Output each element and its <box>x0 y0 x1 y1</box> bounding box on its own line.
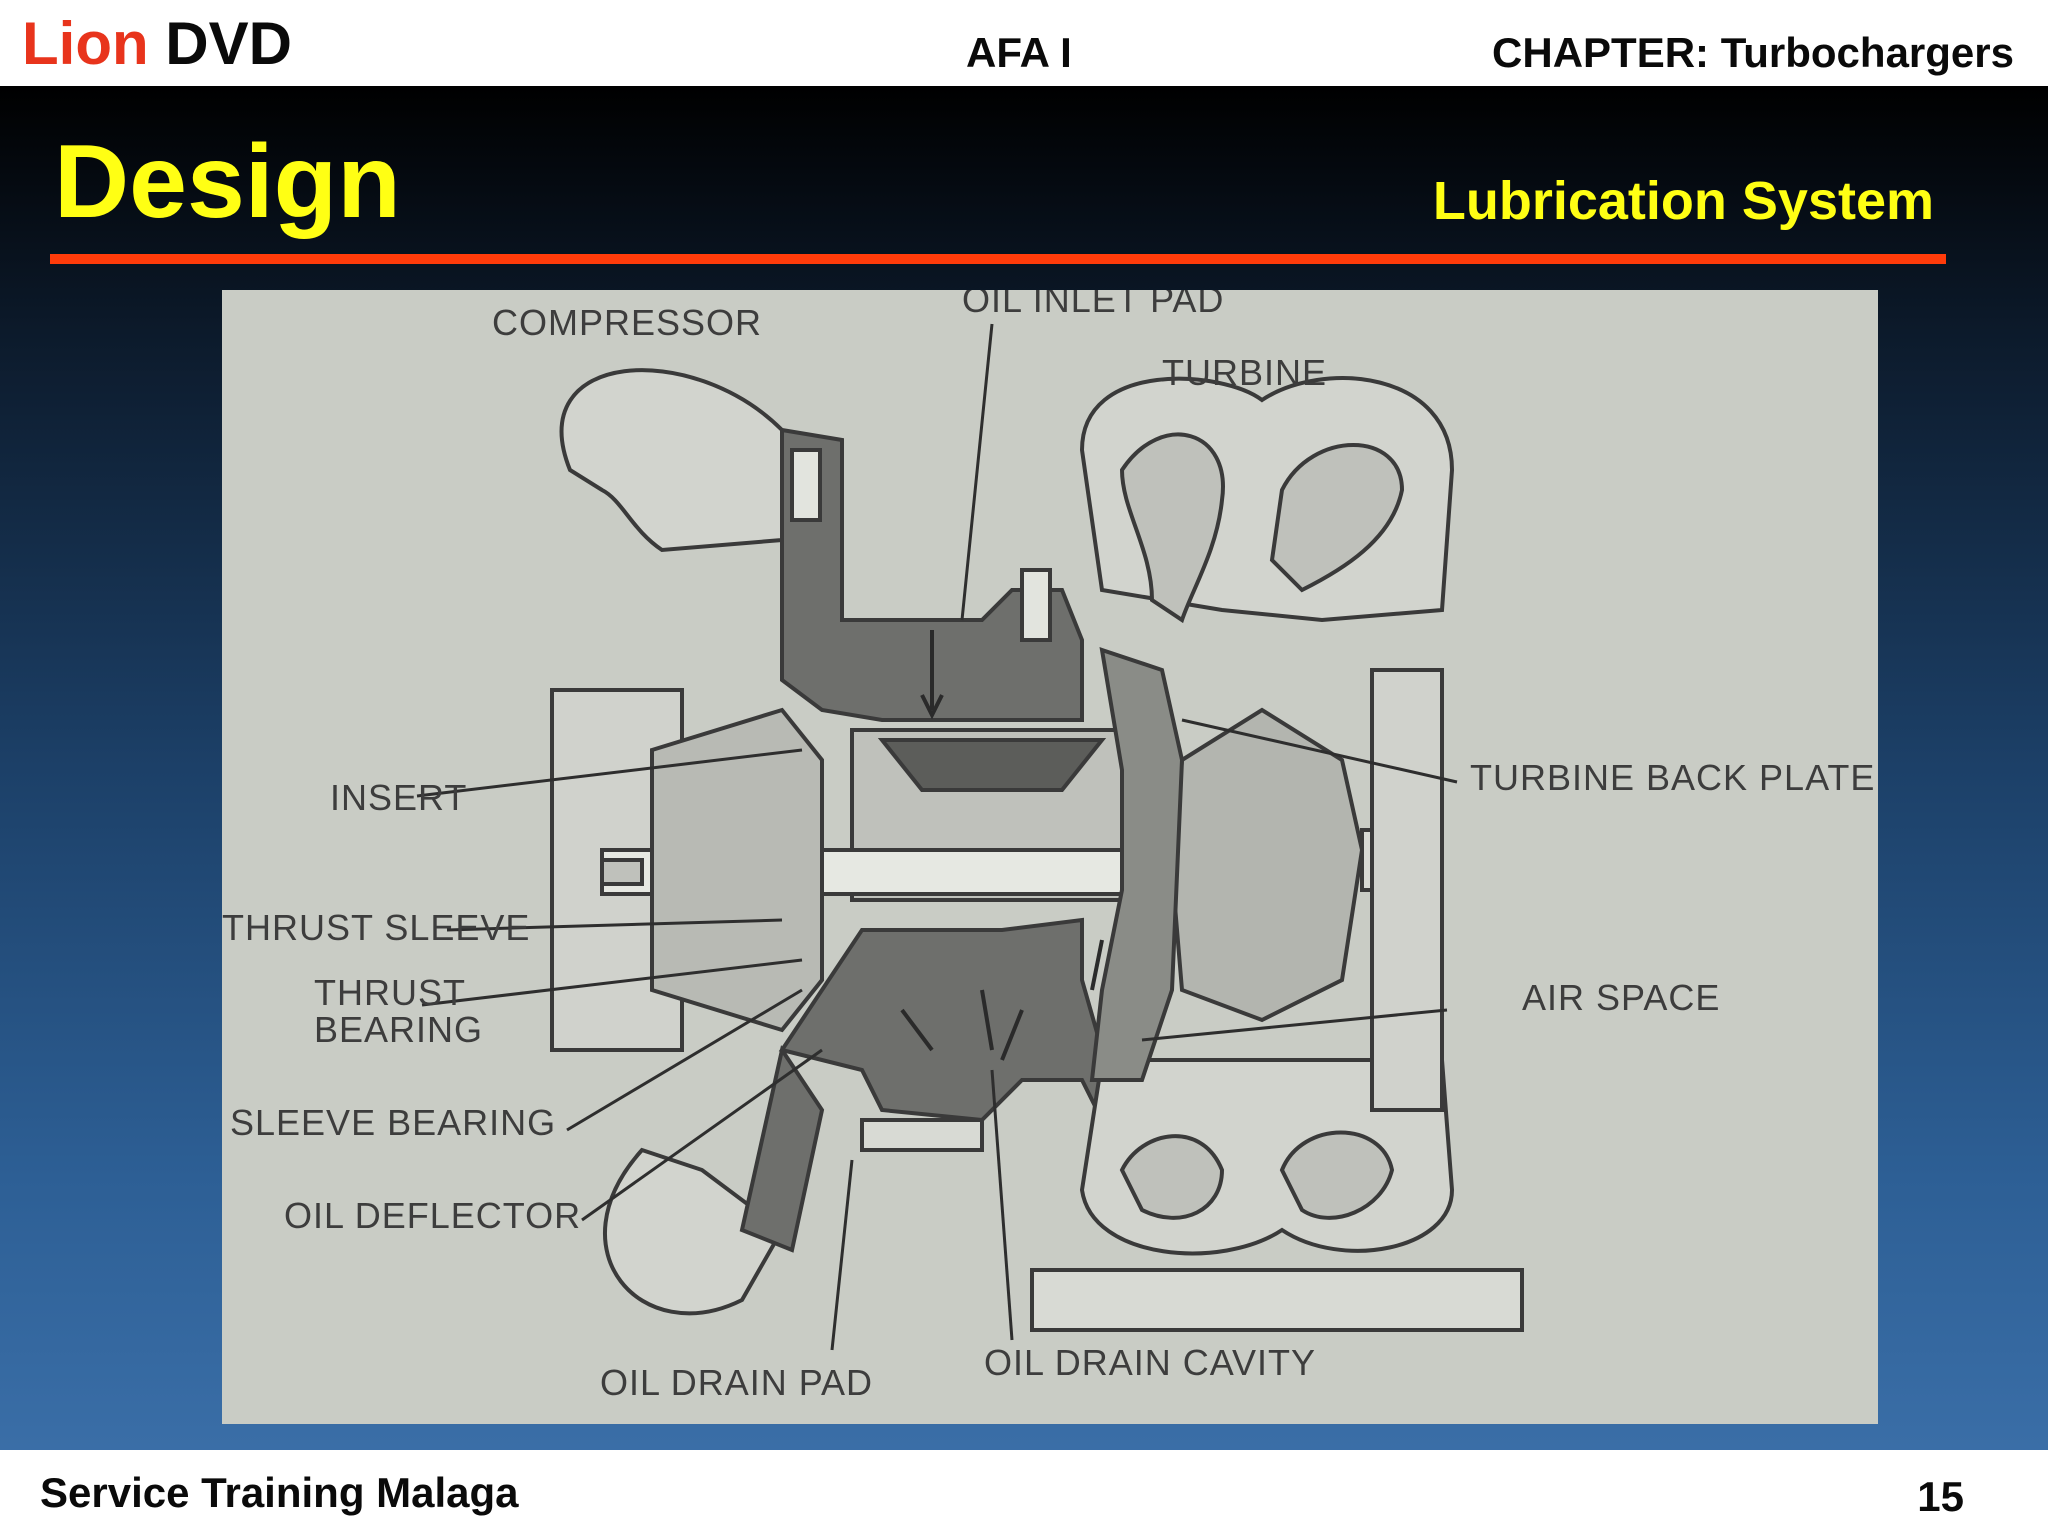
leader-lines <box>416 323 1458 1351</box>
label-oil-inlet-pad: OIL INLET PAD <box>962 290 1224 320</box>
label-compressor: COMPRESSOR <box>492 302 762 343</box>
label-thrust-sleeve: THRUST SLEEVE <box>222 907 530 948</box>
brand-logo: Lion DVD <box>22 14 292 74</box>
label-sleeve-bearing: SLEEVE BEARING <box>230 1102 556 1143</box>
title-divider <box>50 254 1946 264</box>
brand-word-lion: Lion <box>22 10 149 77</box>
turbocharger-diagram: COMPRESSOR OIL INLET PAD TURBINE INSERT … <box>222 279 1878 1424</box>
diagram-labels: COMPRESSOR OIL INLET PAD TURBINE INSERT … <box>222 279 1875 1403</box>
label-thrust-bearing-line2: BEARING <box>314 1009 483 1050</box>
label-oil-drain-pad: OIL DRAIN PAD <box>600 1362 873 1403</box>
footer-organization: Service Training Malaga <box>40 1469 519 1516</box>
header-bar: Lion DVD AFA I CHAPTER: Turbochargers <box>0 0 2048 86</box>
label-turbine: TURBINE <box>1162 352 1327 393</box>
footer-bar <box>0 1450 2048 1536</box>
course-name: AFA I <box>966 29 1072 76</box>
label-thrust-bearing-line1: THRUST <box>314 972 466 1013</box>
page-number: 15 <box>1917 1473 1964 1520</box>
label-air-space: AIR SPACE <box>1522 977 1720 1018</box>
label-oil-deflector: OIL DEFLECTOR <box>284 1195 581 1236</box>
chapter-title: CHAPTER: Turbochargers <box>1492 29 2014 76</box>
oil-flow-arrows <box>900 630 1104 1061</box>
slide-subtitle: Lubrication System <box>1432 171 1934 231</box>
label-turbine-back-plate: TURBINE BACK PLATE <box>1470 757 1875 798</box>
label-oil-drain-cavity: OIL DRAIN CAVITY <box>984 1342 1316 1383</box>
label-insert: INSERT <box>330 777 467 818</box>
brand-word-dvd: DVD <box>165 10 292 77</box>
slide-title: Design <box>54 124 401 240</box>
